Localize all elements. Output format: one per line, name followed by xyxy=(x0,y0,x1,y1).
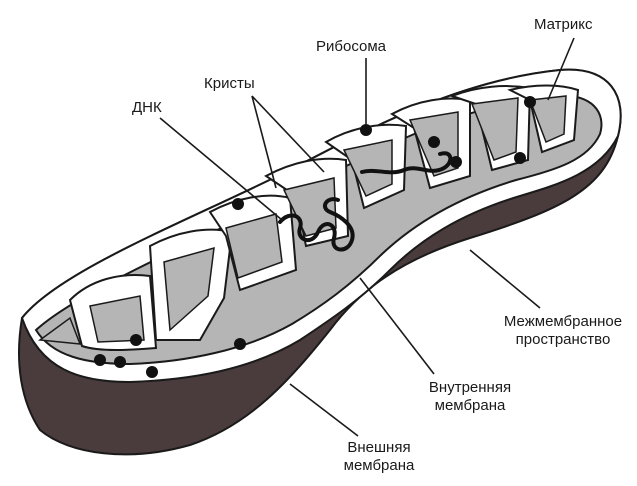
intermembrane-leader xyxy=(470,250,540,308)
ribosome xyxy=(114,356,126,368)
label-cristae: Кристы xyxy=(204,75,255,93)
label-dna: ДНК xyxy=(132,99,162,117)
ribosome xyxy=(94,354,106,366)
label-intermembrane-line1: Межмембранное xyxy=(492,313,634,331)
inner-membrane-leader xyxy=(360,278,434,374)
label-intermembrane-space: Межмембранное пространство xyxy=(492,313,634,349)
ribosome xyxy=(232,198,244,210)
label-ribosome: Рибосома xyxy=(316,38,386,56)
ribosome xyxy=(130,334,142,346)
ribosome xyxy=(146,366,158,378)
label-inner-membrane: Внутренняя мембрана xyxy=(420,379,520,415)
label-intermembrane-line2: пространство xyxy=(492,331,634,349)
label-inner-membrane-line1: Внутренняя xyxy=(420,379,520,397)
label-inner-membrane-line2: мембрана xyxy=(420,397,520,415)
ribosome xyxy=(234,338,246,350)
label-matrix: Матрикс xyxy=(534,16,593,34)
ribosome xyxy=(450,156,462,168)
label-outer-membrane: Внешняя мембрана xyxy=(334,439,424,475)
cristae-leader-2 xyxy=(252,96,324,172)
label-outer-membrane-line2: мембрана xyxy=(334,457,424,475)
ribosome xyxy=(524,96,536,108)
ribosome xyxy=(514,152,526,164)
label-outer-membrane-line1: Внешняя xyxy=(334,439,424,457)
ribosome xyxy=(428,136,440,148)
outer-membrane-leader xyxy=(290,384,358,436)
ribosome xyxy=(360,124,372,136)
